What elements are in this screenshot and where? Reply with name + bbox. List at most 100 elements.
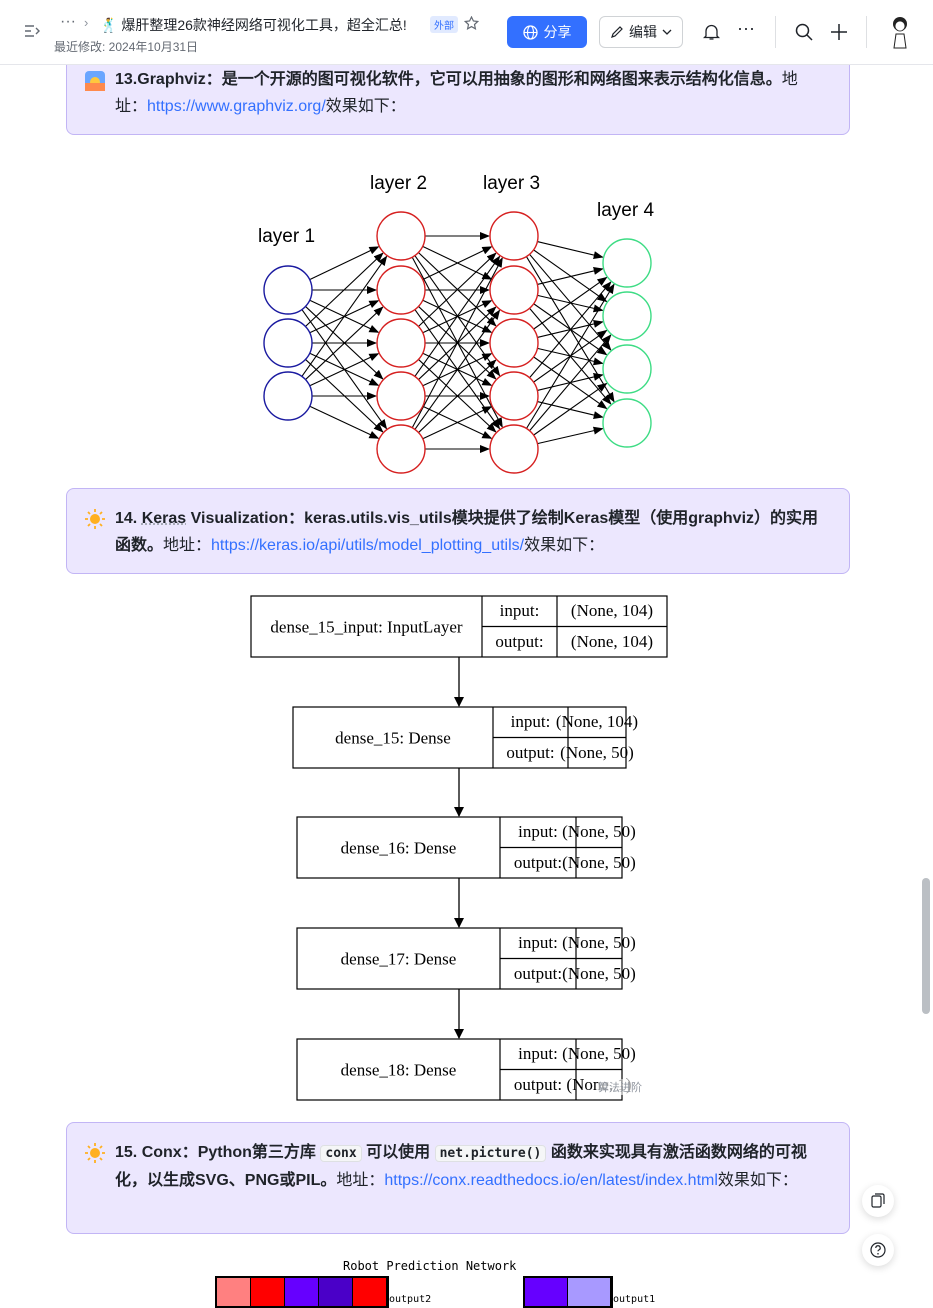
output1-layer	[523, 1276, 613, 1308]
activation-unit	[353, 1278, 387, 1306]
share-button[interactable]: 分享	[507, 16, 587, 48]
layer-3-label: layer 3	[483, 173, 540, 194]
layer-name: dense_18: Dense	[341, 1061, 457, 1080]
neuron-layer-3	[490, 212, 538, 260]
output1-label: output1	[613, 1294, 655, 1305]
output-shape: (None, 104)	[571, 632, 653, 651]
activation-unit	[319, 1278, 353, 1306]
callout-section-14: 14. Keras Visualization：keras.utils.vis_…	[66, 488, 850, 574]
pencil-icon	[610, 25, 624, 39]
neuron-layer-1	[264, 266, 312, 314]
output-shape: (None, 50)	[562, 964, 636, 983]
activation-unit	[251, 1278, 285, 1306]
neuron-layer-2	[377, 372, 425, 420]
code-conx: conx	[320, 1145, 361, 1162]
keras-layer-box: dense_17: Denseinput:output:(None, 50)(N…	[297, 928, 636, 989]
keras-layer-box: dense_18: Denseinput:output:(None, 50)(N…	[297, 1039, 636, 1100]
activation-unit	[285, 1278, 319, 1306]
effect-label: 效果如下：	[718, 1172, 798, 1189]
divider	[866, 16, 867, 48]
neuron-layer-2	[377, 319, 425, 367]
sun-icon	[85, 1143, 105, 1163]
divider	[775, 16, 776, 48]
help-float-button[interactable]	[862, 1234, 894, 1266]
avatar[interactable]	[886, 14, 914, 50]
input-shape: (None, 50)	[562, 822, 636, 841]
effect-label: 效果如下：	[524, 537, 604, 554]
section-14-text: 14. Keras Visualization：keras.utils.vis_…	[115, 505, 829, 559]
keras-link[interactable]: https://keras.io/api/utils/model_plottin…	[211, 537, 524, 554]
copy-float-button[interactable]	[862, 1185, 894, 1217]
heading-b: 可以使用	[366, 1144, 430, 1161]
output-shape: (None, 50)	[562, 853, 636, 872]
connection-arrow	[302, 256, 387, 376]
conx-title: Robot Prediction Network	[343, 1259, 516, 1273]
keras-layers: dense_15_input: InputLayerinput:output:(…	[251, 596, 667, 1100]
connection-arrow	[526, 284, 614, 428]
plus-icon[interactable]	[830, 23, 848, 41]
chevron-right-icon: ›	[84, 15, 88, 30]
output-label: output:	[495, 632, 543, 651]
input-shape: (None, 104)	[556, 712, 638, 731]
input-label: input:	[511, 712, 551, 731]
keras-layer-box: dense_15_input: InputLayer input: output: (…	[251, 596, 667, 657]
input-shape: (None, 104)	[571, 601, 653, 620]
search-icon[interactable]	[795, 23, 813, 41]
keras-layer-box: dense_15: Denseinput:output:(None, 104)(…	[293, 707, 638, 768]
more-breadcrumb-icon[interactable]: ···	[60, 13, 76, 31]
bell-icon[interactable]	[703, 23, 720, 41]
keras-model-diagram: dense_15_input: InputLayerinput:output:(…	[240, 590, 680, 1110]
connection-arrow	[534, 383, 607, 435]
input-label: input:	[500, 601, 540, 620]
layer-name: dense_15_input: InputLayer	[270, 618, 462, 637]
neuron-layer-4	[603, 399, 651, 447]
activation-unit	[217, 1278, 251, 1306]
sidebar-toggle-icon[interactable]	[24, 24, 40, 38]
more-icon[interactable]: ···	[737, 18, 755, 39]
edit-button[interactable]: 编辑	[599, 16, 683, 48]
layer-1-label: layer 1	[258, 226, 315, 247]
output-label: output:	[514, 853, 562, 872]
connection-arrow	[534, 250, 607, 302]
input-shape: (None, 50)	[562, 933, 636, 952]
neuron-layer-2	[377, 212, 425, 260]
neuron-layer-3	[490, 425, 538, 473]
neuron-layer-2	[377, 266, 425, 314]
share-label: 分享	[544, 22, 572, 42]
keras-word: Keras	[142, 510, 186, 527]
help-icon	[870, 1242, 886, 1258]
watermark: 算法进阶	[598, 1079, 642, 1095]
last-modified: 最近修改: 2024年10月31日	[54, 38, 198, 55]
address-label: 地址：	[336, 1172, 384, 1189]
activation-unit	[568, 1278, 611, 1306]
copy-icon	[871, 1193, 885, 1209]
neuron-layer-4	[603, 239, 651, 287]
star-icon[interactable]	[464, 16, 479, 31]
activation-unit	[525, 1278, 568, 1306]
output-label: output:	[514, 1075, 562, 1094]
graphviz-link[interactable]: https://www.graphviz.org/	[147, 98, 326, 115]
neuron-layer-1	[264, 372, 312, 420]
connection-arrow	[537, 429, 602, 444]
edit-label: 编辑	[629, 22, 657, 42]
callout-section-15: 15. Conx：Python第三方库 conx 可以使用 net.pictur…	[66, 1122, 850, 1234]
external-badge: 外部	[430, 16, 458, 33]
neural-network-diagram: layer 1 layer 2 layer 3 layer 4	[240, 165, 680, 480]
output-label: output:	[514, 964, 562, 983]
neuron-layer-4	[603, 292, 651, 340]
output2-layer	[215, 1276, 389, 1308]
connection-arrow	[537, 242, 602, 258]
doc-title: 🕺 爆肝整理26款神经网络可视化工具，超全汇总!	[100, 15, 407, 35]
connection-arrow	[310, 406, 379, 438]
scrollbar-thumb[interactable]	[922, 878, 930, 1014]
layer-name: dense_15: Dense	[335, 729, 451, 748]
connection-arrow	[537, 269, 602, 285]
layer-2-label: layer 2	[370, 173, 427, 194]
keras-layer-box: dense_16: Denseinput:output:(None, 50)(N…	[297, 817, 636, 878]
conx-link[interactable]: https://conx.readthedocs.io/en/latest/in…	[384, 1172, 718, 1189]
chevron-down-icon	[662, 28, 672, 36]
neuron-layer-3	[490, 372, 538, 420]
neuron-layer-3	[490, 266, 538, 314]
section-13-heading: 13.Graphviz：是一个开源的图可视化软件，它可以用抽象的图形和网络图来表…	[115, 71, 782, 88]
input-label: input:	[518, 933, 558, 952]
